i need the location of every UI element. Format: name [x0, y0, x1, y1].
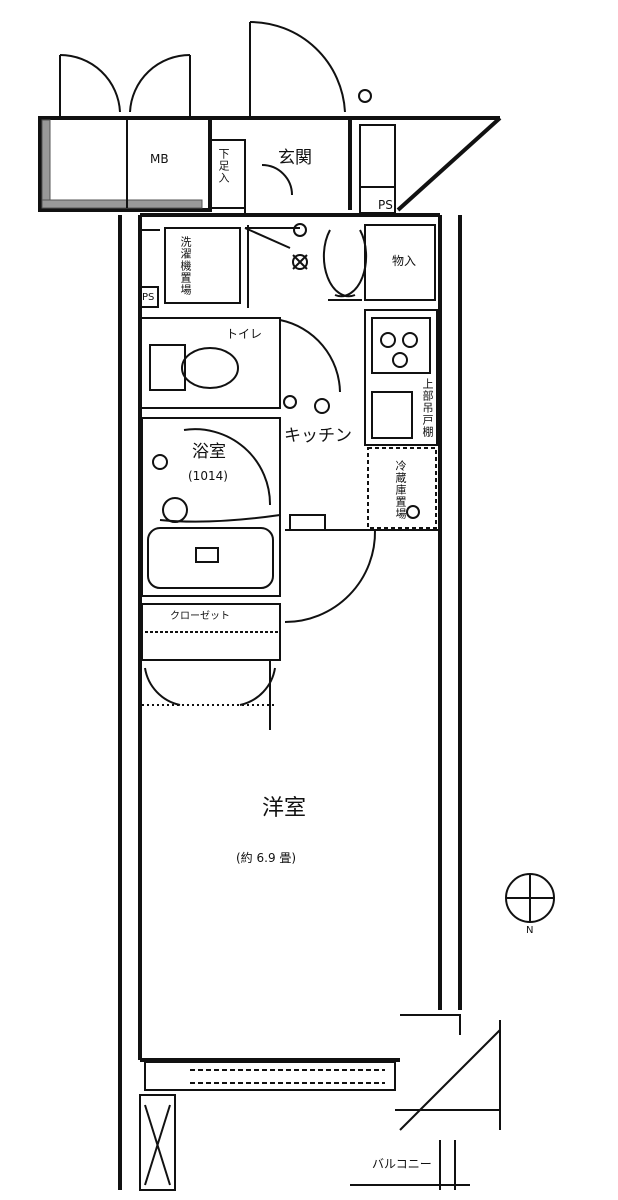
storage-label: 物入 — [392, 254, 417, 268]
mb-room-outline — [38, 116, 212, 212]
ps-left-label: PS — [142, 292, 155, 303]
mb-label: MB — [150, 152, 169, 166]
kitchen-counter — [283, 309, 438, 446]
laundry-area — [139, 223, 308, 308]
entrance-walls — [209, 124, 396, 215]
north-label: N — [526, 925, 534, 936]
bath-label: 浴室 — [192, 442, 226, 462]
bathroom — [141, 417, 281, 597]
closet — [141, 603, 281, 730]
shoe-box-label: 下足入 — [217, 148, 230, 184]
compass-icon — [505, 873, 555, 923]
western-room-label: 洋室 — [262, 796, 307, 821]
storage-area — [322, 224, 436, 301]
top-doors — [59, 20, 372, 118]
mb-hatch — [41, 119, 203, 209]
ps-top-label: PS — [378, 198, 393, 212]
entrance-label: 玄関 — [278, 148, 312, 168]
toilet-label: トイレ — [226, 327, 263, 341]
outer-walls — [38, 116, 502, 1190]
fridge-space — [367, 447, 437, 529]
balcony-label: バルコニー — [372, 1157, 432, 1171]
laundry-label: 洗濯機置場 — [179, 236, 192, 296]
closet-label: クローゼット — [170, 611, 230, 622]
fridge-label: 冷蔵庫置場 — [394, 460, 407, 520]
toilet-room — [139, 317, 341, 409]
upper-storage-label: 上部吊戸棚 — [421, 378, 434, 438]
kitchen-partition — [284, 514, 440, 623]
balcony — [139, 1014, 501, 1191]
bath-size-label: (1014) — [188, 469, 228, 483]
kitchen-label: キッチン — [284, 426, 352, 446]
western-room-size-label: (約 6.9 畳) — [236, 851, 297, 865]
